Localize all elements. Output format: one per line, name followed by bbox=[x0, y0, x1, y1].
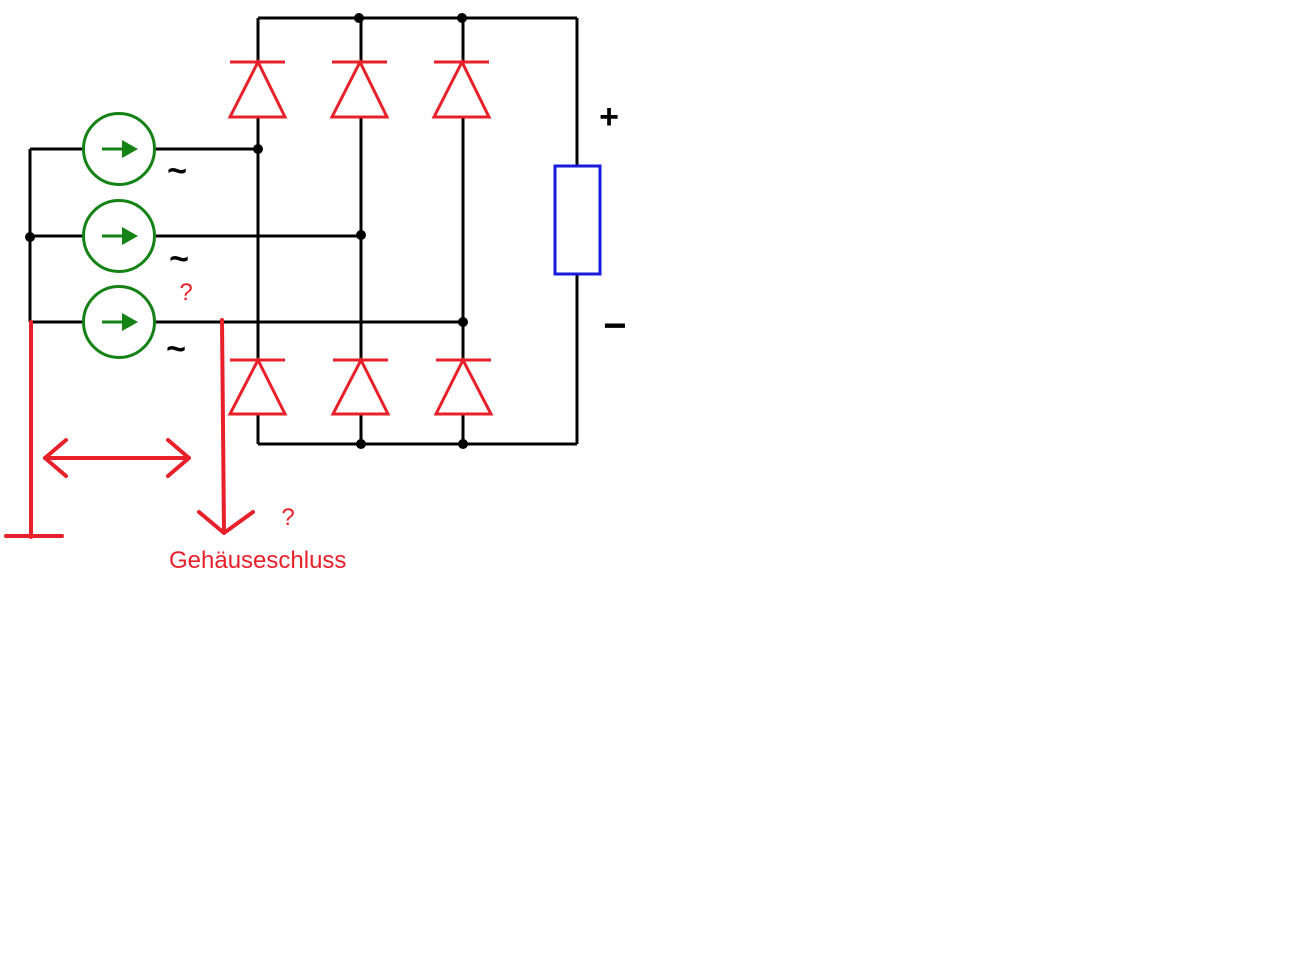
minus-label: − bbox=[603, 304, 626, 348]
tilde-label-3: ~ bbox=[166, 330, 186, 368]
diode-top-1 bbox=[227, 58, 288, 119]
diode-bottom-1 bbox=[227, 356, 288, 416]
tilde-label-1: ~ bbox=[167, 152, 187, 190]
top-diodes bbox=[227, 58, 492, 119]
diode-top-3 bbox=[431, 58, 492, 119]
question-mark-label-1: ? bbox=[179, 279, 192, 306]
fault-vertical-line bbox=[220, 318, 226, 534]
junction-dot bbox=[356, 439, 366, 449]
junction-dot bbox=[458, 317, 468, 327]
ac-source-1 bbox=[82, 112, 156, 186]
double-arrow-right-head-icon bbox=[166, 438, 191, 478]
fault-label: Gehäuseschluss bbox=[169, 547, 346, 574]
plus-label: + bbox=[599, 98, 619, 136]
down-arrow-head-icon bbox=[197, 510, 255, 535]
fault-annotation bbox=[4, 318, 255, 539]
ac-source-3 bbox=[82, 285, 156, 359]
double-arrow-left-head-icon bbox=[43, 438, 68, 478]
question-mark-label-2: ? bbox=[281, 504, 294, 531]
junction-dot bbox=[356, 230, 366, 240]
ac-sources bbox=[82, 112, 156, 359]
tilde-label-2: ~ bbox=[169, 240, 189, 278]
junction-dot bbox=[458, 439, 468, 449]
bottom-diodes bbox=[227, 356, 494, 416]
diode-top-2 bbox=[329, 58, 390, 119]
diode-bottom-3 bbox=[433, 356, 494, 416]
ac-source-2 bbox=[82, 199, 156, 273]
junction-dot bbox=[457, 13, 467, 23]
diode-bottom-2 bbox=[330, 356, 391, 416]
junctions bbox=[25, 13, 468, 449]
junction-dot bbox=[354, 13, 364, 23]
junction-dot bbox=[253, 144, 263, 154]
junction-dot bbox=[25, 232, 35, 242]
load-resistor bbox=[553, 164, 602, 276]
